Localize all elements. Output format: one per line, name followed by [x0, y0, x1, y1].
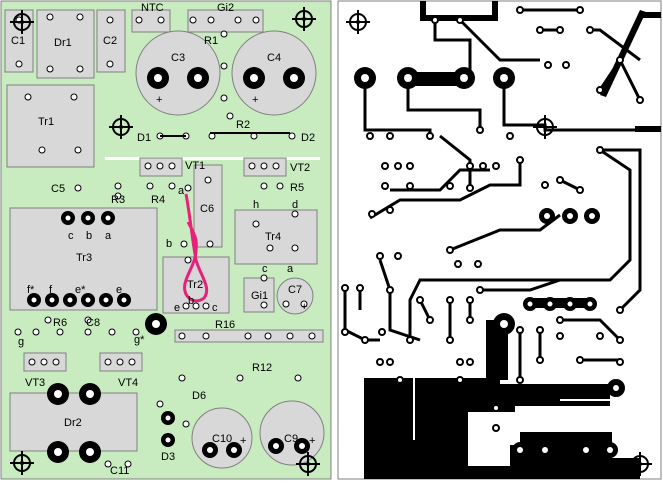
label-d6: D6: [192, 390, 206, 402]
label-c8: C8: [86, 317, 100, 329]
label-vt1: VT1: [185, 160, 205, 172]
label-c3: C3: [171, 52, 185, 64]
label-c1: C1: [11, 35, 25, 47]
label-c2: C2: [103, 35, 117, 47]
label-r5: R5: [290, 182, 304, 194]
label-r2: R2: [236, 119, 250, 131]
label-r3: R3: [111, 194, 125, 206]
label-vt2: VT2: [290, 162, 310, 174]
label-tr1: Tr1: [38, 116, 54, 128]
label-a1: a: [178, 185, 185, 197]
label-c5: C5: [51, 183, 65, 195]
label-r16: R16: [215, 319, 235, 331]
label-c-pin: c: [212, 302, 218, 314]
copper-small-pads: [341, 6, 644, 432]
label-plus-c4: +: [252, 94, 258, 106]
label-d1: D1: [137, 132, 151, 144]
ntc-body: [131, 9, 171, 33]
dr2-body: [9, 392, 138, 452]
c3-body: [135, 30, 221, 116]
label-e-pin: e: [174, 302, 180, 314]
label-ntc: NTC: [141, 2, 164, 14]
component-bodies: [4, 9, 325, 469]
label-c-a: c: [68, 230, 74, 242]
label-c9: C9: [284, 433, 298, 445]
label-b2: b: [166, 238, 172, 250]
label-g: g: [18, 336, 24, 348]
label-d3: D3: [161, 451, 175, 463]
label-vt3: VT3: [25, 377, 45, 389]
jumper-wire: [183, 193, 209, 303]
label-c11: C11: [110, 465, 129, 477]
component-pads: [14, 13, 316, 468]
label-h: h: [253, 199, 259, 211]
label-a-b: a: [287, 263, 294, 275]
label-b-a: b: [86, 230, 92, 242]
label-f-star: f*: [27, 284, 35, 296]
copper-large-pads: [354, 67, 625, 458]
label-vt4: VT4: [118, 377, 138, 389]
c4-body: [231, 30, 317, 116]
label-r1: R1: [204, 35, 218, 47]
label-dr2: Dr2: [64, 417, 82, 429]
tr4-body: [234, 209, 318, 265]
gi1-body: [243, 277, 275, 313]
copper-side: [337, 0, 662, 480]
label-gi1: Gi1: [251, 290, 268, 302]
dr1-body: [36, 9, 95, 79]
label-e: e: [116, 284, 122, 296]
label-tr4: Tr4: [265, 231, 281, 243]
label-plus-c3: +: [156, 94, 162, 106]
label-tr3: Tr3: [76, 252, 92, 264]
component-side: C1 Dr1 C2 NTC Gi2 C3 R1 C4 Tr1 R2 D1 D2 …: [0, 0, 332, 480]
tr1-body: [6, 84, 95, 168]
label-b-pin: b: [188, 295, 194, 307]
label-c10: C10: [212, 433, 232, 445]
label-dr1: Dr1: [54, 37, 72, 49]
label-d: d: [292, 199, 298, 211]
label-r12: R12: [252, 362, 272, 374]
label-plus-c7: +: [301, 301, 307, 313]
label-tr2: Tr2: [187, 279, 203, 291]
label-plus-c10: +: [240, 435, 246, 447]
copper-traces: [343, 8, 661, 440]
label-g-star: g*: [134, 334, 145, 346]
component-labels: C1 Dr1 C2 NTC Gi2 C3 R1 C4 Tr1 R2 D1 D2 …: [11, 2, 315, 477]
label-a-a: a: [105, 230, 112, 242]
diode-bars: [160, 132, 290, 137]
label-c4: C4: [267, 52, 281, 64]
gnd-strip: [105, 157, 320, 160]
label-f: f: [49, 284, 53, 296]
label-d2: D2: [301, 132, 315, 144]
label-plus-c9: +: [309, 435, 315, 447]
label-c-b: c: [262, 263, 268, 275]
label-e-star: e*: [75, 284, 86, 296]
label-r6: R6: [53, 317, 67, 329]
label-gi2: Gi2: [217, 2, 234, 14]
label-r4: R4: [151, 194, 165, 206]
tr3-body: [9, 207, 158, 311]
label-c6: C6: [200, 203, 214, 215]
label-c7: C7: [288, 284, 302, 296]
